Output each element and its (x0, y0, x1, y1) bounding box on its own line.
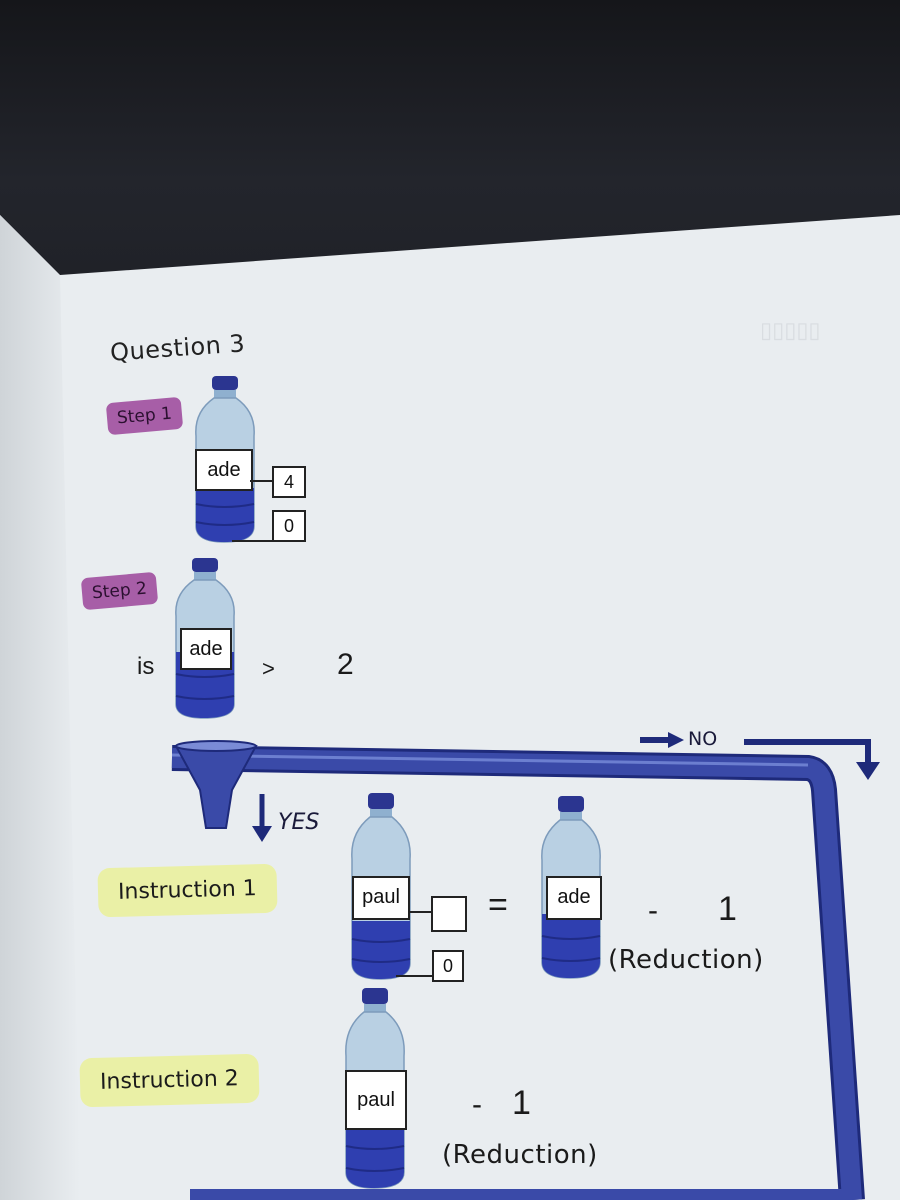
instruction-1-minus: - (648, 894, 658, 927)
instruction-1-target-label: paul (352, 876, 410, 920)
step-1-bottom-connector (232, 540, 272, 542)
instruction-1-amount: 1 (718, 890, 737, 928)
instruction-1-top-connector (410, 911, 432, 913)
step-2-bottle-label: ade (180, 628, 232, 670)
step-1-bottom-value-box: 0 (272, 510, 306, 542)
step-2-prefix: is (137, 653, 155, 680)
instruction-2-note: (Reduction) (442, 1140, 598, 1170)
instruction-2-amount: 1 (512, 1084, 531, 1122)
instruction-1-note: (Reduction) (608, 945, 764, 975)
instruction-1-badge: Instruction 1 (97, 863, 278, 918)
instruction-1-top-value-box (431, 896, 467, 932)
instruction-1-bottom-connector (396, 975, 432, 977)
instruction-2-bottle-label: paul (345, 1070, 407, 1130)
instruction-2-badge: Instruction 2 (79, 1053, 260, 1108)
no-branch-label: NO (688, 728, 718, 750)
step-1-top-value-box: 4 (272, 466, 306, 498)
step-2-compare-value: 2 (337, 648, 354, 681)
workbook-page (0, 215, 900, 1200)
instruction-1-bottom-value-box: 0 (432, 950, 464, 982)
instruction-1-equals-sign: = (488, 886, 508, 924)
instruction-1-source-label: ade (546, 876, 602, 920)
step-2-operator: > (262, 656, 275, 681)
step-1-bottle-label: ade (195, 449, 253, 491)
step-1-top-connector (250, 480, 274, 482)
instruction-2-minus: - (472, 1088, 482, 1121)
yes-branch-label: YES (278, 810, 320, 835)
